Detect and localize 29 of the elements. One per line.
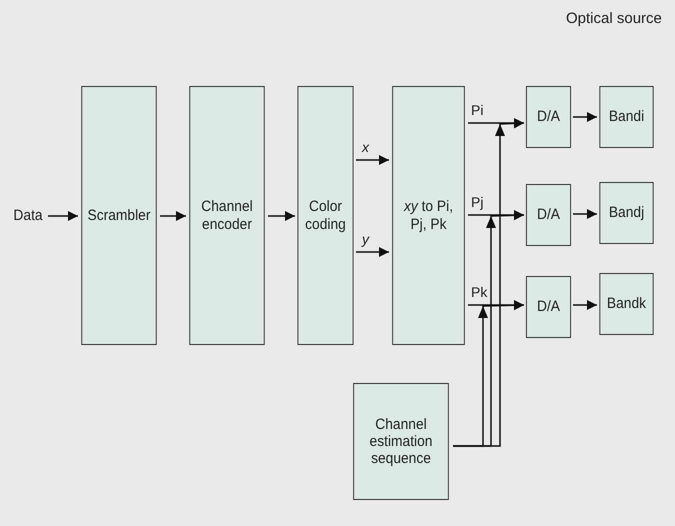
process-box [599,86,654,148]
node-text: Bandi [608,108,646,126]
process-box [353,383,449,500]
node-text: Channel estimation sequence [368,416,434,468]
node-text: D/A [536,108,561,126]
process-box [189,86,265,345]
node-text: Data [12,207,44,225]
process-box [392,86,465,345]
node-text: D/A [536,206,561,224]
node-text: Bandk [606,295,648,313]
node-text: D/A [536,298,561,316]
process-box [599,182,654,244]
process-box [526,86,572,148]
process-box [81,86,157,345]
process-box [526,276,572,338]
process-box [297,86,354,345]
node-text: Color coding [304,198,347,233]
node-text: xy to Pi, Pj, Pk [402,198,454,233]
edge-label: Pj [471,195,484,209]
node-text: Bandj [608,204,646,222]
edge-label: Pk [471,285,488,299]
edge-label: x [362,140,369,154]
node-text: Channel encoder [200,198,254,233]
edge-label: Pi [471,103,484,117]
process-box [599,273,654,335]
node-text: Scrambler [86,206,152,224]
process-box [526,184,572,246]
column-heading: Optical source [566,10,662,27]
edge-label: y [362,232,369,246]
